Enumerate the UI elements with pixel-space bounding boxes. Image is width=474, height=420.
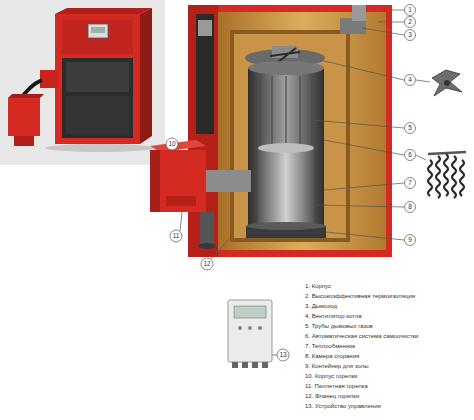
part-list-item: 10. Корпус горелки (305, 373, 357, 379)
part-list-item: 1. Корпус (305, 283, 331, 289)
callout-number: 9 (408, 237, 412, 244)
callout-number: 12 (203, 261, 210, 268)
callout-number: 2 (408, 19, 412, 26)
part-list-item: 3. Дымоход (305, 303, 337, 309)
part-list-item: 13. Устройство управления (305, 403, 381, 409)
callout-number: 3 (408, 32, 412, 39)
callout-number: 1 (408, 7, 412, 14)
part-list-item: 2. Высокоэффективная термоизоляция (305, 293, 415, 299)
part-list-item: 12. Фланец горелки (305, 393, 359, 399)
callout-number: 7 (408, 180, 412, 187)
callout-number: 13 (279, 352, 286, 359)
part-list-item: 7. Теплообменник (305, 343, 355, 349)
callout-number: 4 (408, 77, 412, 84)
fan-icon (432, 70, 462, 96)
boiler-cutaway (150, 5, 392, 257)
callout-number: 10 (168, 141, 175, 148)
callout-number: 11 (173, 233, 180, 240)
part-list-item: 4. Вентилятор котла (305, 313, 362, 319)
part-list-item: 5. Трубы дымовых газов (305, 323, 373, 329)
leader-lines (177, 10, 430, 355)
callout-circles (166, 5, 416, 362)
part-list-item: 9. Контейнер для золы (305, 363, 368, 369)
part-list-item: 8. Камера сгорания (305, 353, 359, 359)
callout-number: 6 (408, 152, 412, 159)
callout-number: 8 (408, 204, 412, 211)
boiler-photo (0, 0, 165, 165)
callout-number: 5 (408, 125, 412, 132)
brush-icon (428, 152, 466, 198)
part-list-item: 6. Автоматическая система самоочистки (305, 333, 418, 339)
part-list-item: 11. Пеллетная горелка (305, 383, 368, 389)
controller-device (228, 300, 272, 368)
